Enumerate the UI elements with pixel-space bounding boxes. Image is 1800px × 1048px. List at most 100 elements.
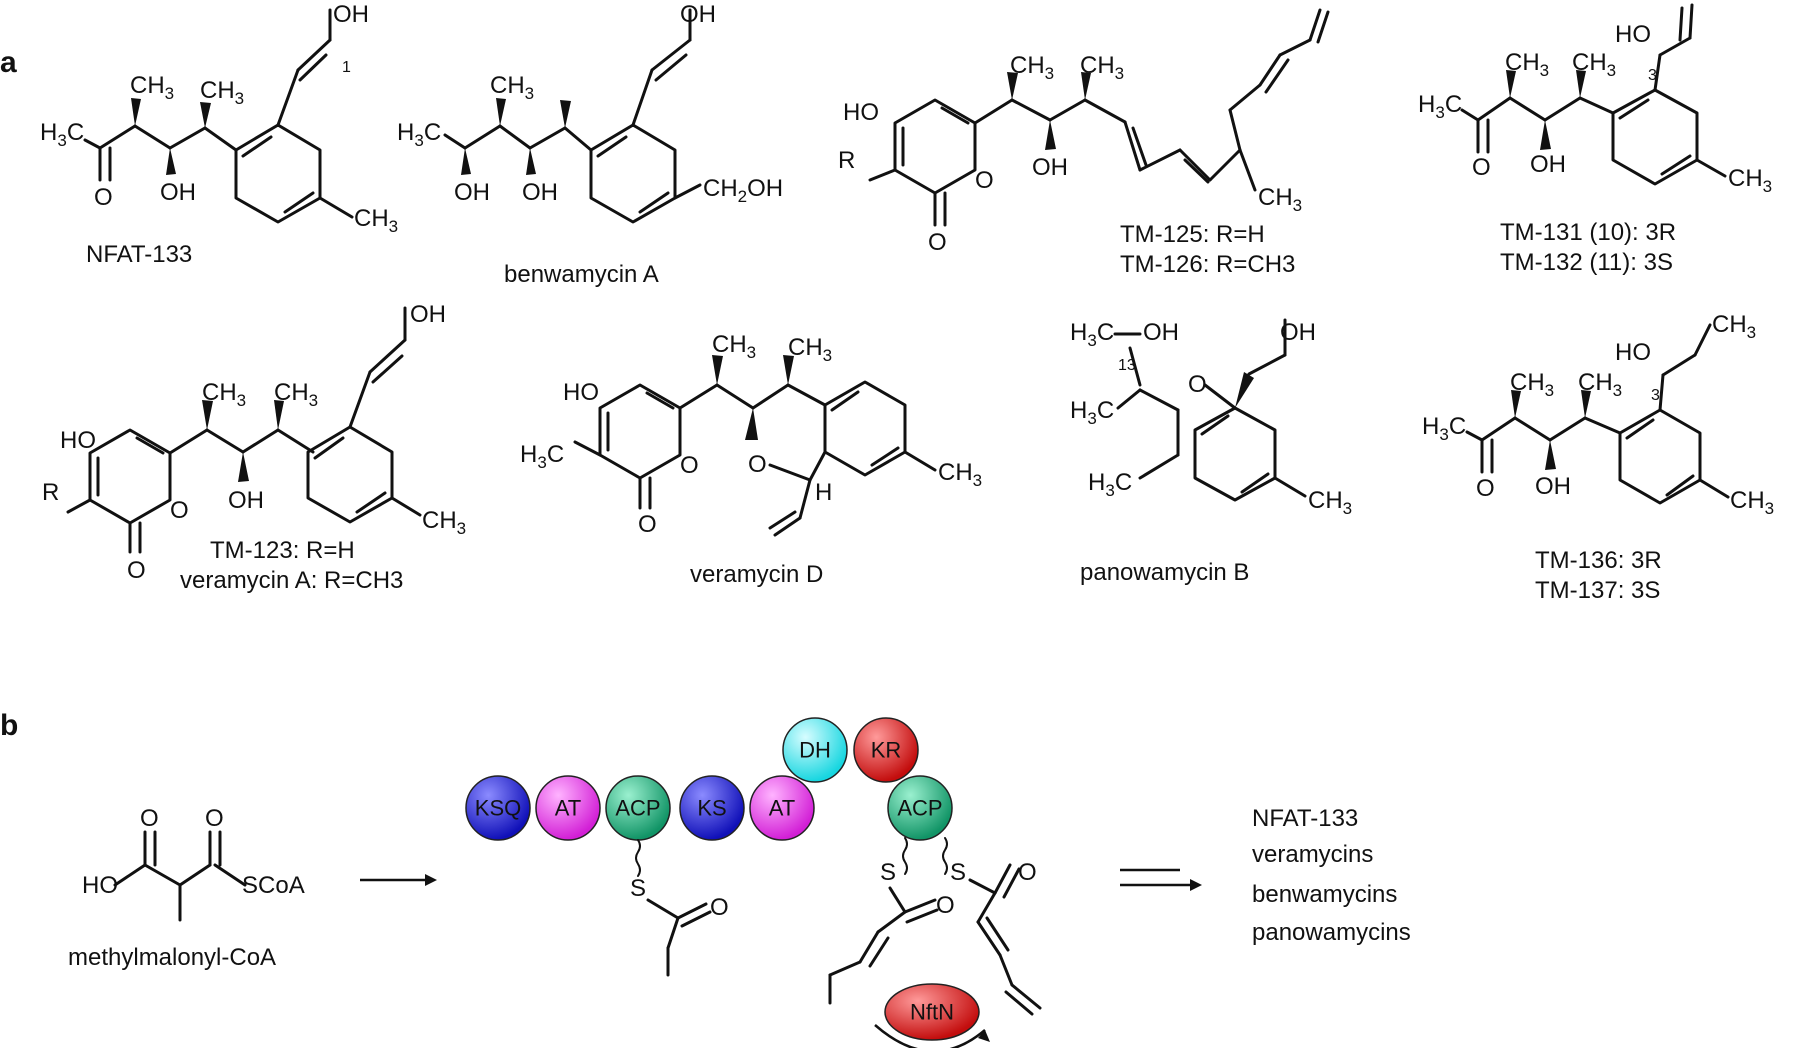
svg-text:OH: OH	[228, 487, 264, 514]
svg-text:13: 13	[1118, 357, 1136, 374]
structure-nfat-133: CH3 OH 1 CH3 OH CH3 O H3C NFAT-133	[40, 1, 398, 268]
svg-text:HO: HO	[563, 379, 599, 406]
domain-acp-1: ACP	[605, 775, 671, 841]
svg-text:3: 3	[1648, 67, 1657, 84]
svg-text:O: O	[1476, 475, 1495, 502]
domain-at: AT	[535, 775, 601, 841]
svg-text:OH: OH	[1280, 319, 1316, 346]
compound-name: panowamycin B	[1080, 559, 1249, 586]
panel-b-label: b	[0, 709, 18, 742]
svg-text:O: O	[140, 805, 159, 832]
svg-text:ACP: ACP	[615, 796, 660, 821]
compound-name: TM-132 (11): 3S	[1500, 249, 1673, 276]
svg-text:CH3: CH3	[202, 379, 246, 410]
nftn-conversion-arrow	[874, 1024, 986, 1048]
svg-text:H3C: H3C	[1422, 413, 1466, 444]
svg-text:O: O	[1472, 154, 1491, 181]
svg-text:NftN: NftN	[910, 1000, 954, 1025]
svg-text:AT: AT	[769, 796, 795, 821]
svg-text:CH3: CH3	[422, 507, 466, 538]
svg-text:CH3: CH3	[1712, 311, 1756, 342]
svg-text:CH3: CH3	[200, 77, 244, 108]
arrow-head	[978, 1030, 990, 1042]
svg-text:CH3: CH3	[490, 72, 534, 103]
svg-text:KR: KR	[871, 738, 902, 763]
svg-text:1: 1	[342, 59, 351, 76]
svg-text:O: O	[975, 167, 994, 194]
structure-tm-123-veramycin-a: HO O O R CH3 OH CH3 CH3 OH TM-123: R=H v…	[42, 301, 466, 594]
substrate-name: methylmalonyl-CoA	[68, 944, 276, 971]
svg-text:CH3: CH3	[1578, 369, 1622, 400]
svg-text:O: O	[710, 894, 729, 921]
svg-text:KSQ: KSQ	[475, 796, 521, 821]
pentenoyl-thioester: S O	[828, 837, 955, 1005]
svg-text:S: S	[950, 859, 966, 886]
structure-benwamycin-a: CH2OH OH OH CH3 OH H3C benwamycin A	[397, 1, 783, 288]
domain-kr: KR	[853, 717, 919, 783]
svg-text:CH3: CH3	[1510, 369, 1554, 400]
arrow-head	[1190, 879, 1202, 891]
domain-ks: KS	[679, 775, 745, 841]
compound-name: veramycin A: R=CH3	[180, 567, 403, 594]
pentadienoyl-thioester: S O	[942, 837, 1042, 1016]
domain-acp-2: ACP	[887, 775, 953, 841]
svg-text:CH3: CH3	[1308, 487, 1352, 518]
svg-text:R: R	[42, 479, 59, 506]
svg-text:3: 3	[1651, 387, 1660, 404]
compound-name: TM-125: R=H	[1120, 221, 1265, 248]
svg-text:OH: OH	[522, 179, 558, 206]
enzyme-nftn: NftN	[884, 983, 980, 1041]
svg-text:ACP: ACP	[897, 796, 942, 821]
pks-module: KSQ AT ACP KS AT DH KR ACP	[465, 717, 953, 841]
svg-text:H3C: H3C	[520, 441, 564, 472]
domain-dh: DH	[782, 717, 848, 783]
svg-text:CH3: CH3	[1505, 49, 1549, 80]
svg-text:CH3: CH3	[1258, 184, 1302, 215]
svg-text:O: O	[936, 892, 955, 919]
product-item: panowamycins	[1252, 919, 1411, 946]
structure-methylmalonyl-coa: HO O O SCoA methylmalonyl-CoA	[68, 805, 305, 971]
panel-a-label: a	[0, 46, 17, 79]
svg-text:CH3: CH3	[1730, 487, 1774, 518]
svg-text:O: O	[638, 511, 657, 538]
domain-at-2: AT	[749, 775, 815, 841]
svg-text:H3C: H3C	[40, 119, 84, 150]
svg-text:H3C: H3C	[1418, 91, 1462, 122]
svg-text:CH3: CH3	[1080, 52, 1124, 83]
compound-name: benwamycin A	[504, 261, 659, 288]
svg-text:CH2OH: CH2OH	[703, 175, 783, 206]
svg-text:H3C: H3C	[1070, 397, 1114, 428]
svg-text:OH: OH	[680, 1, 716, 28]
structure-tm-125-126: HO O O R CH3 OH CH3 CH3 TM-125: R=H TM-	[838, 8, 1330, 278]
svg-text:CH3: CH3	[938, 459, 982, 490]
svg-text:OH: OH	[1535, 473, 1571, 500]
svg-text:O: O	[1018, 859, 1037, 886]
svg-text:O: O	[680, 452, 699, 479]
svg-text:R: R	[838, 147, 855, 174]
svg-text:H: H	[815, 479, 832, 506]
svg-text:HO: HO	[1615, 21, 1651, 48]
svg-text:O: O	[127, 557, 146, 584]
structure-tm-136-137: CH3 CH3 HO 3 CH3 OH CH3 O H3C TM-136: 3R…	[1422, 311, 1774, 604]
svg-text:HO: HO	[60, 427, 96, 454]
svg-text:KS: KS	[697, 796, 726, 821]
compound-name: TM-126: R=CH3	[1120, 251, 1295, 278]
arrow-head	[425, 874, 437, 886]
compound-name: TM-123: R=H	[210, 537, 355, 564]
svg-text:O: O	[170, 497, 189, 524]
svg-text:O: O	[928, 229, 947, 256]
svg-text:H3C: H3C	[1088, 469, 1132, 500]
propionyl-thioester: S O	[630, 839, 729, 977]
svg-text:OH: OH	[1032, 154, 1068, 181]
structure-tm-131-132: CH3 HO 3 CH3 OH CH3 O H3C TM-131 (10): 3…	[1418, 3, 1772, 276]
compound-name: veramycin D	[690, 561, 823, 588]
svg-text:CH3: CH3	[788, 334, 832, 365]
svg-text:DH: DH	[799, 738, 831, 763]
svg-text:AT: AT	[555, 796, 581, 821]
product-item: NFAT-133	[1252, 805, 1358, 832]
svg-text:S: S	[630, 875, 646, 902]
svg-text:HO: HO	[82, 872, 118, 899]
svg-text:CH3: CH3	[1728, 165, 1772, 196]
svg-text:O: O	[748, 451, 767, 478]
